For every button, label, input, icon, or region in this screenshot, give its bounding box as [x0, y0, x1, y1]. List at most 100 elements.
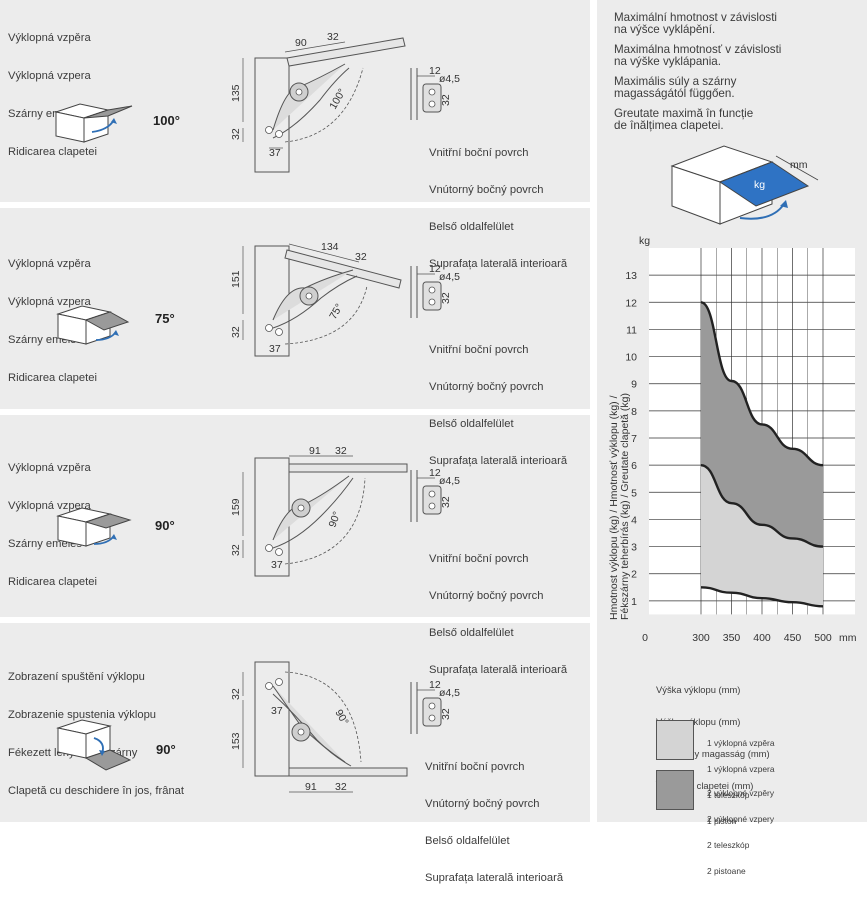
y-unit-label: kg — [639, 235, 650, 247]
legend-line: 1 piston — [707, 815, 737, 826]
surface-labels: Vnitřní boční povrch Vnútorný bočný povr… — [425, 736, 563, 897]
section-1-labels: Výklopná vzpěra Výklopná vzpera Szárny e… — [8, 7, 97, 171]
box-mm-label: mm — [790, 159, 808, 171]
dim-width: 90 — [295, 37, 307, 49]
dim-12: 12 — [429, 467, 441, 479]
surface-label: Belső oldalfelület — [429, 627, 514, 640]
box-kg-label: kg — [754, 179, 765, 191]
surface-label: Suprafața laterală interioară — [429, 664, 568, 677]
dim-offset: 32 — [335, 781, 347, 793]
x-unit-label: mm — [839, 632, 857, 644]
y-tick-label: 6 — [631, 460, 637, 472]
dim-arc: 90° — [327, 510, 344, 529]
dim-12: 12 — [429, 263, 441, 275]
x-tick-label: 300 — [692, 632, 710, 644]
dim-hole-diameter: ø4,5 — [439, 475, 460, 487]
cabinet-flap-up-icon — [56, 305, 130, 345]
dim-offset: 32 — [327, 31, 339, 43]
surface-label: Belső oldalfelület — [425, 835, 510, 848]
dim-12: 12 — [429, 65, 441, 77]
surface-label: Suprafața laterală interioară — [429, 258, 568, 271]
dim-depth: 37 — [271, 559, 283, 571]
cabinet-flap-up-icon — [54, 103, 133, 143]
legend-line: 2 výklopné vzpěry — [707, 788, 775, 799]
dim-32: 32 — [440, 496, 452, 508]
legend-line: 1 teleszkóp — [707, 789, 750, 800]
surface-label: Belső oldalfelület — [429, 418, 514, 431]
heading-cz: Maximální hmotnost v závislosti na výšce… — [614, 11, 778, 37]
label-line: Výklopná vzpěra — [8, 462, 91, 475]
label-line: Výklopná vzpera — [8, 69, 91, 82]
dim-hole-diameter: ø4,5 — [439, 687, 460, 699]
dim-base: 32 — [230, 326, 242, 338]
y-axis-label: Fékszárny teherbírás (kg) / Greutate cla… — [619, 393, 631, 620]
dim-depth: 37 — [271, 705, 283, 717]
mechanism-drawing: 91 32 153 32 37 90° — [230, 661, 408, 793]
cabinet-flap-down-icon — [56, 719, 132, 771]
label-line: Zobrazenie spustenia výklopu — [8, 708, 157, 721]
opening-angle: 90° — [156, 742, 176, 757]
surface-label: Suprafața laterală interioară — [429, 455, 568, 468]
dim-height: 159 — [230, 498, 242, 516]
legend-1-text: 1 výklopná vzpěra 1 výklopná vzpera 1 te… — [707, 722, 775, 834]
cabinet-load-icon: kg mm — [670, 145, 819, 225]
x-tick-label: 350 — [723, 632, 741, 644]
y-tick-label: 5 — [631, 487, 637, 499]
side-mount-detail: 12 ø4,5 32 — [410, 679, 460, 734]
dim-base: 32 — [230, 128, 242, 140]
dim-depth: 37 — [269, 147, 281, 159]
dim-width: 91 — [305, 781, 317, 793]
surface-labels: Vnitřní boční povrch Vnútorný bočný povr… — [429, 319, 567, 480]
y-tick-label: 11 — [626, 324, 637, 336]
label-line: Výklopná vzpěra — [8, 32, 91, 45]
y-tick-label: 13 — [625, 270, 637, 282]
label-line: Ridicarea clapetei — [8, 575, 97, 588]
series-line — [700, 301, 824, 467]
y-tick-label: 2 — [631, 569, 637, 581]
legend-line: 2 teleszkóp — [707, 839, 750, 850]
legend-line: 1 výklopná vzpěra — [707, 738, 775, 749]
label-line: Výklopná vzpera — [8, 295, 91, 308]
x-axis-label: Výška výklopu (mm) — [656, 684, 741, 696]
dim-32: 32 — [440, 94, 452, 106]
dim-base: 32 — [230, 688, 242, 700]
panel-75 — [0, 208, 590, 409]
series-area — [701, 302, 823, 547]
x-tick-label: 450 — [784, 632, 802, 644]
dim-arc: 75° — [327, 302, 345, 322]
side-mount-detail: 12 ø4,5 32 — [410, 263, 460, 318]
legend-line: 2 výklopné vzpery — [707, 813, 775, 824]
series-line — [700, 586, 824, 608]
section-2-labels: Výklopná vzpěra Výklopná vzpera Szárny e… — [8, 233, 97, 397]
legend-swatch-1 — [656, 720, 694, 760]
surface-label: Vnitřní boční povrch — [429, 552, 529, 565]
dim-hole-diameter: ø4,5 — [439, 271, 460, 283]
mechanism-drawing: 90 32 135 32 37 100° — [230, 31, 406, 173]
dim-width: 134 — [321, 241, 339, 253]
surface-label: Vnútorný bočný povrch — [429, 381, 544, 394]
y-tick-label: 8 — [631, 406, 637, 418]
surface-label: Vnútorný bočný povrch — [429, 590, 544, 603]
surface-label: Suprafața laterală interioară — [425, 872, 564, 885]
opening-angle: 75° — [155, 311, 175, 326]
heading-ro: Greutate maximă în funcție de înălțimea … — [614, 107, 754, 133]
dim-offset: 32 — [355, 251, 367, 263]
section-3-labels: Výklopná vzpěra Výklopná vzpera Szárny e… — [8, 437, 97, 601]
dim-offset: 32 — [335, 445, 347, 457]
cabinet-flap-up-icon — [56, 507, 132, 547]
legend-line: 1 výklopná vzpera — [707, 763, 775, 774]
y-tick-label: 12 — [625, 297, 637, 309]
label-line: Zobrazení spuštění výklopu — [8, 671, 145, 684]
y-tick-label: 10 — [625, 352, 637, 364]
surface-label: Vnútorný bočný povrch — [429, 184, 544, 197]
dim-height: 135 — [230, 84, 242, 102]
legend-line: 2 pistoane — [707, 865, 746, 876]
y-tick-label: 9 — [631, 379, 637, 391]
mechanism-drawing: 91 32 159 32 37 90° — [230, 445, 408, 577]
y-tick-label: 7 — [631, 433, 637, 445]
x-tick-label: 0 — [642, 632, 648, 644]
dim-12: 12 — [429, 679, 441, 691]
heading-sk: Maximálna hmotnosť v závislosti na výške… — [614, 43, 782, 69]
surface-label: Vnitřní boční povrch — [425, 760, 525, 773]
